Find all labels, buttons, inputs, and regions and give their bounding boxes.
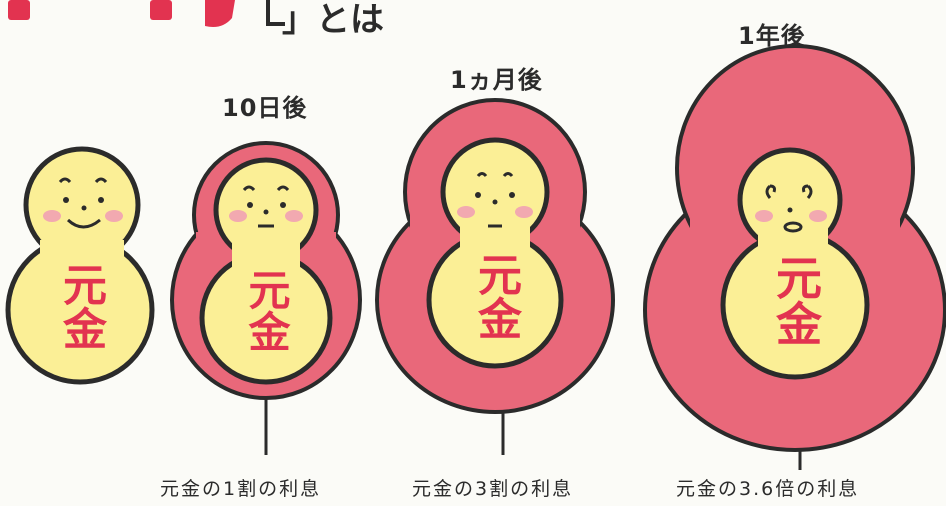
doll-1-month xyxy=(375,98,615,455)
doll-principal-only xyxy=(5,146,155,385)
principal-kanji-3-text: 元金 xyxy=(470,252,521,340)
title-fragment: 」とは xyxy=(282,0,384,40)
label-1-month: 1ヵ月後 xyxy=(450,66,543,94)
principal-kanji-1: 元金 xyxy=(52,262,108,350)
doll-10-days xyxy=(170,141,362,455)
caption-10-days: 元金の1割の利息 xyxy=(160,478,322,500)
doll-1-year xyxy=(643,44,946,470)
principal-kanji-4-text: 元金 xyxy=(769,254,823,346)
principal-kanji-2: 元金 xyxy=(238,268,294,352)
caption-1-year: 元金の3.6倍の利息 xyxy=(676,478,860,500)
label-1-year: 1年後 xyxy=(738,22,806,50)
principal-kanji-4: 元金 xyxy=(766,254,826,346)
principal-kanji-1-text: 元金 xyxy=(55,262,106,350)
principal-kanji-2-text: 元金 xyxy=(242,268,291,352)
caption-1-month: 元金の3割の利息 xyxy=(412,478,574,500)
title-glyph-fragments xyxy=(8,0,285,27)
principal-kanji-3: 元金 xyxy=(467,252,523,340)
label-10-days: 10日後 xyxy=(222,94,308,122)
